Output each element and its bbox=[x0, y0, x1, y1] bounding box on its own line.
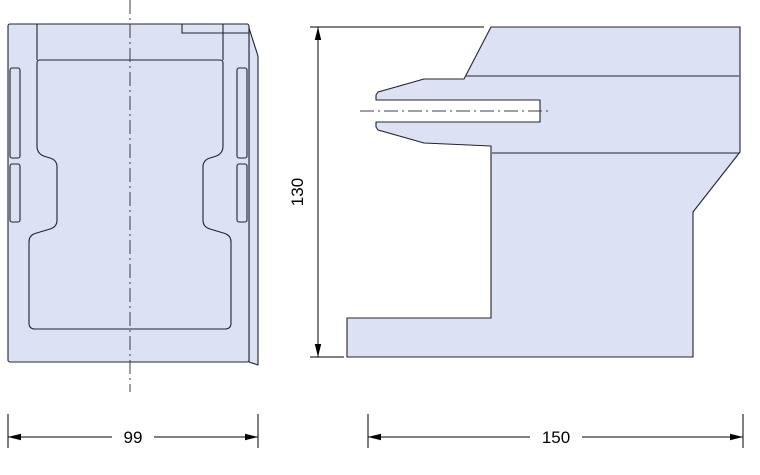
dimension-value: 150 bbox=[542, 428, 570, 447]
front-view bbox=[7, 0, 259, 392]
front-view-side-face bbox=[248, 27, 259, 366]
top-step bbox=[181, 24, 249, 34]
left-clip-upper bbox=[9, 67, 21, 159]
dimension-side-height: 130 bbox=[288, 26, 484, 358]
arrowhead-bottom bbox=[314, 344, 322, 357]
arrowhead-left bbox=[368, 433, 381, 441]
arrowhead-left bbox=[8, 433, 21, 441]
side-view-outline bbox=[346, 26, 741, 358]
right-clip-upper bbox=[236, 67, 248, 159]
dimension-value: 130 bbox=[288, 178, 307, 206]
dimension-front-width: 99 bbox=[7, 414, 259, 448]
arrowhead-right bbox=[245, 433, 258, 441]
arrowhead-right bbox=[730, 433, 743, 441]
dimension-side-depth: 150 bbox=[367, 414, 744, 448]
left-clip-lower bbox=[9, 163, 21, 223]
arrowhead-top bbox=[314, 27, 322, 40]
dimension-value: 99 bbox=[124, 428, 143, 447]
right-clip-lower bbox=[236, 163, 248, 223]
side-view bbox=[346, 26, 741, 358]
